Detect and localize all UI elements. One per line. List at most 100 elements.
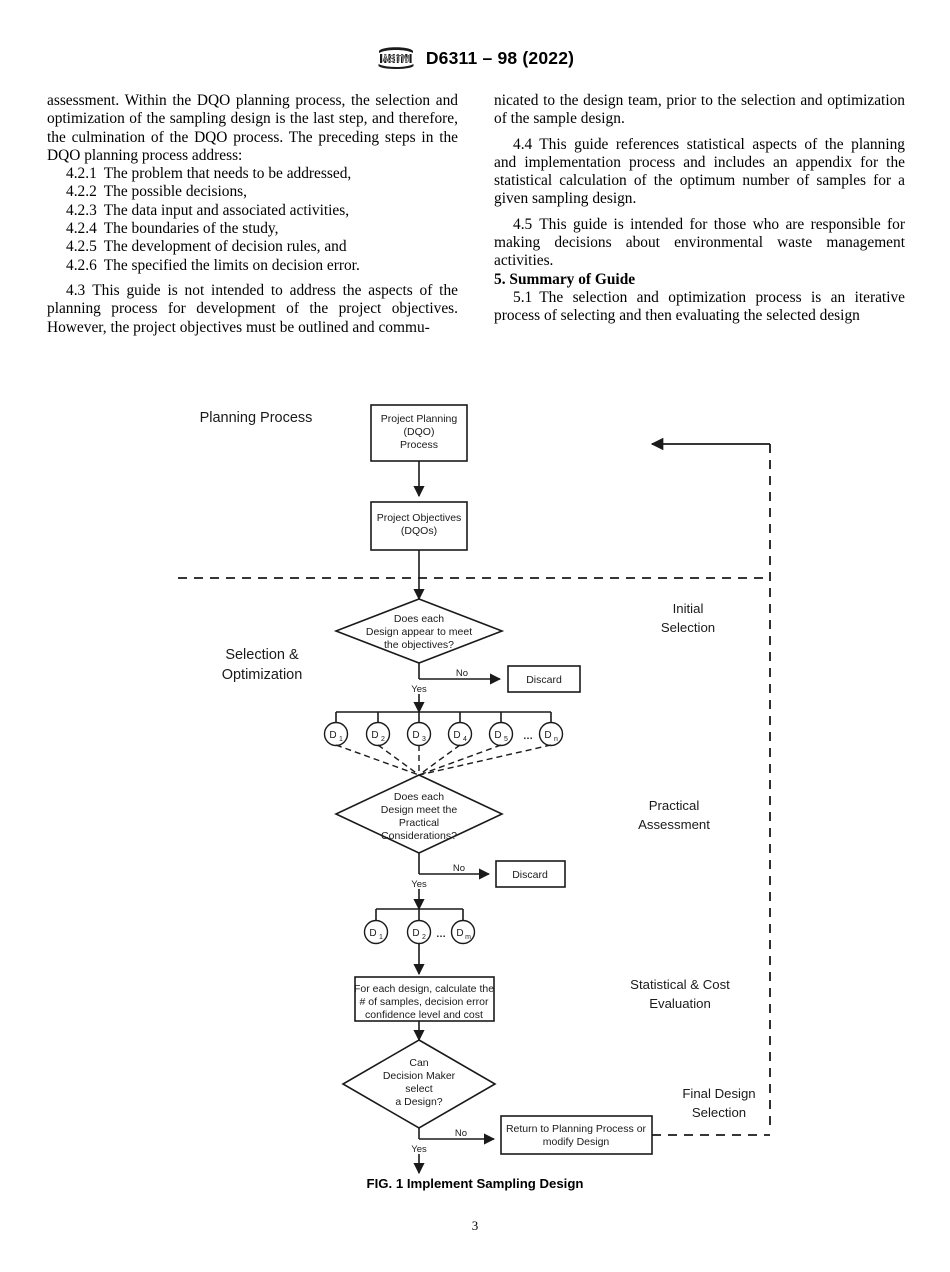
design2-node-d1-label: D [369,928,376,939]
design-node-d5-sub: 5 [504,736,508,743]
design-node-dn-label: D [544,730,551,741]
paragraph-text: The selection and optimization process i… [494,288,905,325]
edge-label-yes-2: Yes [411,879,427,890]
converge-d2 [377,744,420,776]
stage-label-statistical-cost-line1: Statistical & Cost [630,977,730,992]
phase-label-selection-optimization-line1: Selection & [225,647,299,663]
paragraph-text: This guide is intended for those who are… [494,215,905,270]
paragraph-continued-left: assessment. Within the DQO planning proc… [47,92,458,164]
node-project-objectives-line2: (DQOs) [401,525,437,537]
converge-dn [418,744,552,776]
node-decision-2-line4: Considerations? [381,830,457,842]
design-node-d4-label: D [453,730,460,741]
paragraph-continued-right: nicated to the design team, prior to the… [494,92,905,128]
node-project-objectives-line1: Project Objectives [377,512,462,524]
list-item-text: The development of decision rules, and [103,238,347,256]
edge-label-no-3: No [455,1128,467,1139]
converge-d5 [418,744,502,776]
page-header: ASTM D6311 – 98 (2022) [0,44,950,72]
paragraph-number: 4.4 [513,135,533,153]
node-calc-box-line3: confidence level and cost [365,1009,483,1021]
converge-d4 [418,744,461,776]
node-decision-1-line3: the objectives? [384,639,454,651]
node-project-planning [370,404,468,462]
list-item: 4.2.1 The problem that needs to be addres… [47,165,458,183]
node-discard-2-label: Discard [512,869,548,881]
node-decision-2-line2: Design meet the [381,804,458,816]
node-project-objectives [370,501,468,551]
design2-node-d1-sub: 1 [379,934,383,941]
list-item-number: 4.2.1 [66,165,97,183]
node-calc-box [354,976,495,1022]
left-column: assessment. Within the DQO planning proc… [47,92,458,337]
section-heading: 5. Summary of Guide [494,270,636,288]
stage-label-practical-assessment-line1: Practical [649,798,700,813]
design2-node-d2-sub: 2 [422,934,426,941]
node-project-planning-line3: Process [400,439,438,451]
node-decision-2-line1: Does each [394,791,444,803]
design-node-d2-sub: 2 [381,736,385,743]
phase-label-selection-optimization-line2: Optimization [222,667,303,683]
node-project-planning-line2: (DQO) [404,426,435,438]
node-decision-3-line2: Decision Maker [383,1070,456,1082]
node-project-planning-line1: Project Planning [381,413,458,425]
design-node-d1-label: D [329,730,336,741]
body-columns: assessment. Within the DQO planning proc… [47,92,905,337]
stage-label-initial-selection-line2: Selection [661,620,715,635]
design-row-2-ellipsis: … [436,929,446,940]
paragraph-text: This guide is not intended to address th… [47,281,458,336]
list-item-text: The possible decisions, [103,183,247,201]
stage-label-final-design-line1: Final Design [682,1086,755,1101]
design2-node-dm-label: D [456,928,463,939]
design-node-dn-sub: n [554,736,558,743]
node-discard-1 [507,665,581,693]
node-decision-1-line1: Does each [394,613,444,625]
design2-node-d1 [363,919,389,945]
standard-designation: D6311 – 98 (2022) [425,47,575,68]
edge-label-yes-1: Yes [411,684,427,695]
edge-label-yes-3: Yes [411,1144,427,1155]
design-node-d4-sub: 4 [463,736,467,743]
node-return-box-line1: Return to Planning Process or [506,1123,647,1135]
stage-label-practical-assessment-line2: Assessment [638,817,710,832]
figure-1-flowchart: Planning Process Project Planning (DQO) … [0,392,950,1187]
right-column: nicated to the design team, prior to the… [494,92,905,337]
design-node-d1-sub: 1 [339,736,343,743]
figure-caption: FIG. 1 Implement Sampling Design [366,1176,584,1191]
node-calc-box-line2: # of samples, decision error [360,996,489,1008]
design-node-d3-sub: 3 [422,736,426,743]
design-node-d2-label: D [371,730,378,741]
svg-text:ASTM: ASTM [382,54,410,65]
design2-node-d2-label: D [412,928,419,939]
node-decision-1-line2: Design appear to meet [366,626,472,638]
node-discard-2 [495,860,566,888]
node-decision-3-line1: Can [409,1057,428,1069]
list-item-number: 4.2.6 [66,256,97,274]
list-item-text: The problem that needs to be addressed, [103,165,352,183]
node-decision-3-line3: select [405,1083,433,1095]
stage-label-final-design-line2: Selection [692,1105,746,1120]
design-node-d5-label: D [494,730,501,741]
list-item-text: The data input and associated activities… [103,201,350,219]
phase-label-planning-process: Planning Process [200,410,313,426]
node-calc-box-line1: For each design, calculate the [354,983,494,995]
edge-label-no-2: No [453,863,465,874]
design2-node-dm-sub: m [465,934,471,941]
page-number: 3 [471,1218,479,1233]
node-return-box [500,1115,653,1155]
node-decision-2-line3: Practical [399,817,439,829]
converge-d1 [335,744,420,776]
design2-node-dm [450,919,476,945]
node-discard-1-label: Discard [526,674,562,686]
paragraph-number: 4.5 [513,215,533,233]
